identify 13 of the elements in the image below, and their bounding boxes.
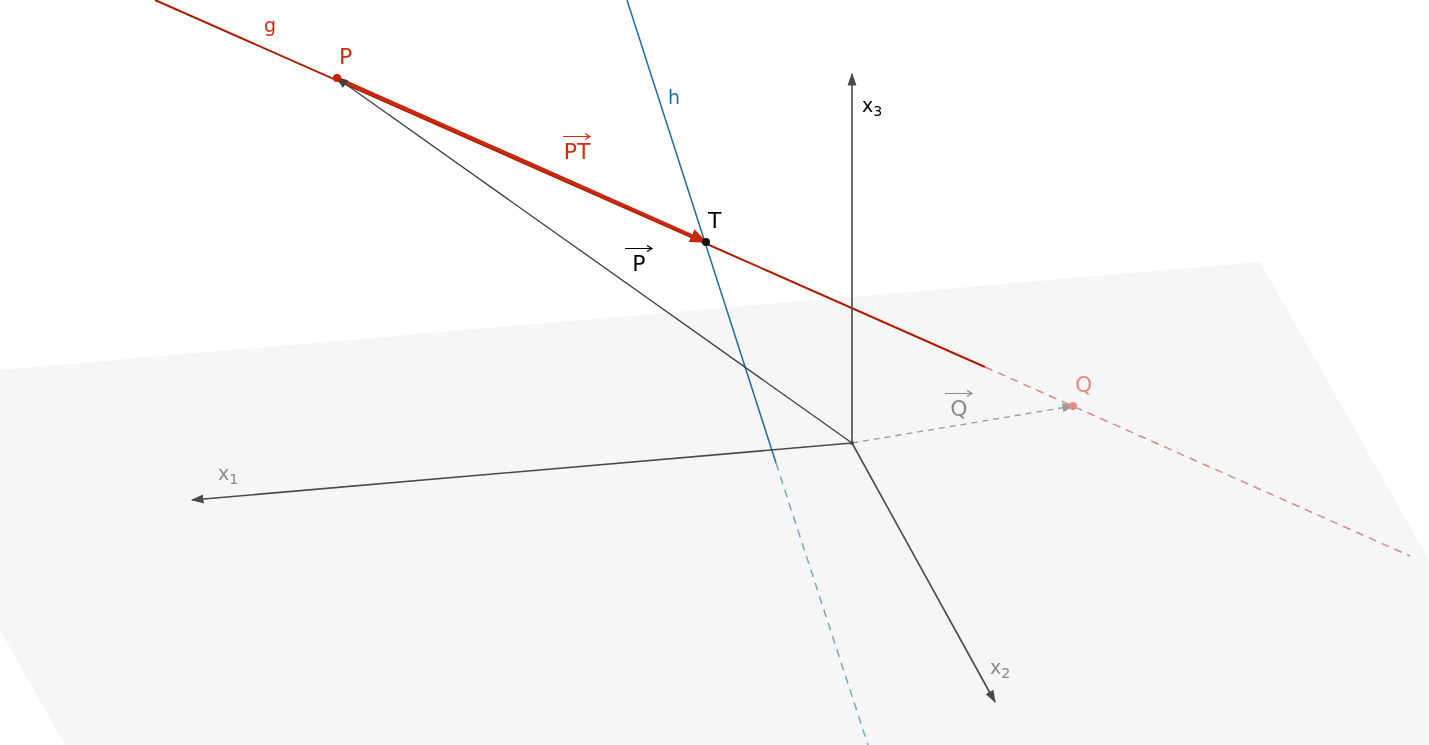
vector-label: P [632, 253, 646, 275]
vector-arrow [336, 77, 853, 444]
origin-point [850, 441, 854, 445]
vector-label: PT [563, 141, 591, 163]
point-label: P [335, 46, 353, 76]
vector-label: Q [950, 398, 968, 420]
axis-label: g [264, 16, 277, 35]
axis-label: x$_{2}$ [990, 658, 1011, 677]
point-label: T [704, 210, 722, 240]
axis-label: h [668, 88, 681, 107]
axis-label: x$_{3}$ [862, 96, 883, 115]
axis-label: x$_{1}$ [218, 464, 239, 483]
point-label: Q [1071, 374, 1093, 404]
